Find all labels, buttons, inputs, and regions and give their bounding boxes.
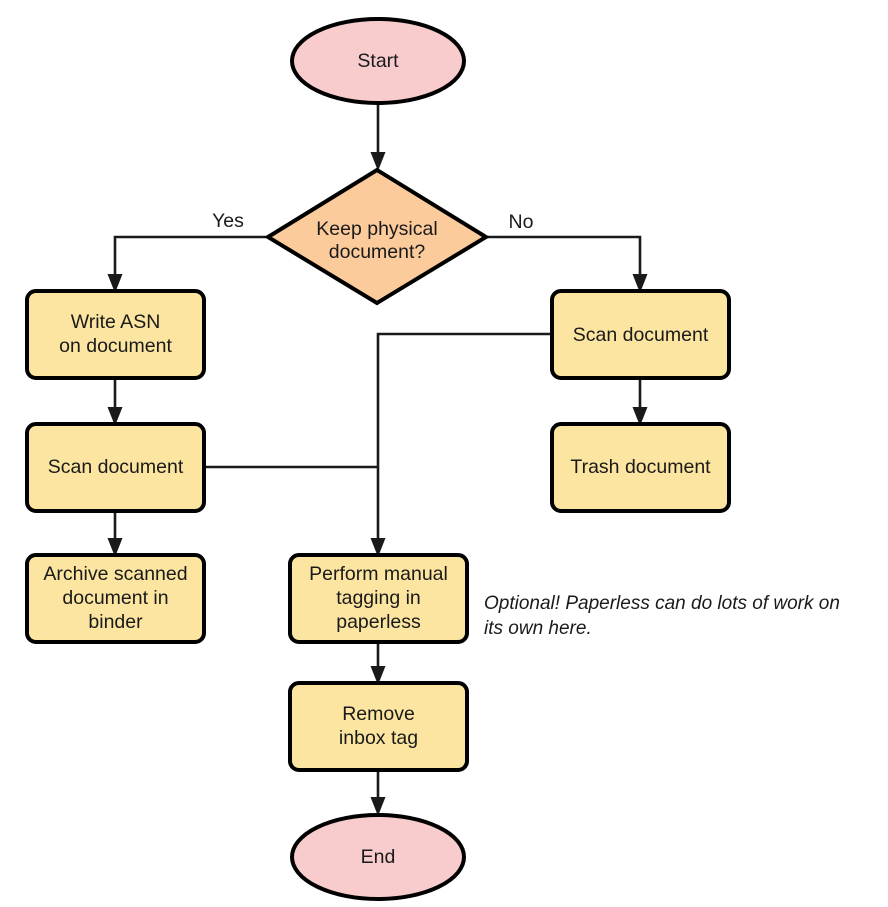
- arrowhead-icon: [107, 274, 123, 293]
- arrowhead-icon: [632, 407, 648, 426]
- connector-remove-inbox-to-end: [370, 770, 386, 816]
- perform-manual-tagging-box[interactable]: [288, 553, 469, 644]
- arrowhead-icon: [632, 274, 648, 293]
- scan-document-right-box[interactable]: [550, 289, 731, 380]
- connector-scan-right-to-trash: [632, 378, 648, 426]
- trash-document-box[interactable]: [550, 422, 731, 513]
- arrowhead-icon: [370, 152, 386, 171]
- write-asn-label-line1: Write ASN: [71, 311, 161, 333]
- node-scan-document-left[interactable]: Scan document: [25, 422, 206, 513]
- tagging-label-line2: tagging in: [336, 587, 421, 609]
- node-archive-scanned-document[interactable]: Archive scanned document in binder: [25, 553, 206, 644]
- archive-label-line3: binder: [88, 611, 143, 633]
- end-ellipse[interactable]: [290, 813, 466, 901]
- annotation-line1: Optional! Paperless can do lots of work …: [484, 593, 840, 614]
- branch-label-no: No: [509, 211, 534, 233]
- start-label: Start: [357, 50, 399, 72]
- tagging-label-line1: Perform manual: [309, 563, 448, 585]
- archive-label-line2: document in: [62, 587, 168, 609]
- archive-label-line1: Archive scanned: [43, 563, 187, 585]
- node-write-asn-on-document[interactable]: Write ASN on document: [25, 289, 206, 380]
- decision-diamond[interactable]: [264, 167, 490, 306]
- arrowhead-icon: [370, 797, 386, 816]
- write-asn-label-line2: on document: [59, 335, 172, 357]
- arrowhead-icon: [107, 538, 123, 557]
- end-label: End: [361, 846, 396, 868]
- start-ellipse[interactable]: [290, 17, 466, 105]
- decision-label-line2: document?: [329, 241, 426, 263]
- remove-inbox-label-line1: Remove: [342, 703, 415, 725]
- tagging-label-line3: paperless: [336, 611, 421, 633]
- decision-label-line1: Keep physical: [316, 218, 437, 240]
- connector-start-to-decision: [370, 104, 386, 171]
- node-trash-document[interactable]: Trash document: [550, 422, 731, 513]
- scan-document-left-label: Scan document: [48, 456, 184, 478]
- connector-yes-to-write-asn: [107, 235, 266, 293]
- write-asn-box[interactable]: [25, 289, 206, 380]
- arrowhead-icon: [107, 407, 123, 426]
- remove-inbox-label-line2: inbox tag: [339, 727, 418, 749]
- scan-document-left-box[interactable]: [25, 422, 206, 513]
- node-start[interactable]: Start: [290, 17, 466, 105]
- node-end[interactable]: End: [290, 813, 466, 901]
- annotation-note: Optional! Paperless can do lots of work …: [484, 593, 840, 639]
- node-decision-keep-physical-document[interactable]: Keep physical document?: [264, 167, 490, 306]
- scan-document-right-label: Scan document: [573, 324, 709, 346]
- remove-inbox-tag-box[interactable]: [288, 681, 469, 772]
- trash-document-label: Trash document: [570, 456, 711, 478]
- connector-scan-right-to-tagging: [370, 332, 552, 557]
- annotation-line2: its own here.: [484, 618, 592, 639]
- connector-write-asn-to-scan-left: [107, 378, 123, 426]
- arrowhead-icon: [370, 666, 386, 685]
- connector-tagging-to-remove-inbox: [370, 642, 386, 685]
- arrowhead-icon: [370, 538, 386, 557]
- connector-scan-left-to-archive: [107, 511, 123, 557]
- archive-document-box[interactable]: [25, 553, 206, 644]
- branch-label-yes: Yes: [212, 210, 244, 232]
- node-scan-document-right[interactable]: Scan document: [550, 289, 731, 380]
- node-remove-inbox-tag[interactable]: Remove inbox tag: [288, 681, 469, 772]
- connector-no-to-scan-right: [488, 235, 648, 293]
- node-perform-manual-tagging[interactable]: Perform manual tagging in paperless: [288, 553, 469, 644]
